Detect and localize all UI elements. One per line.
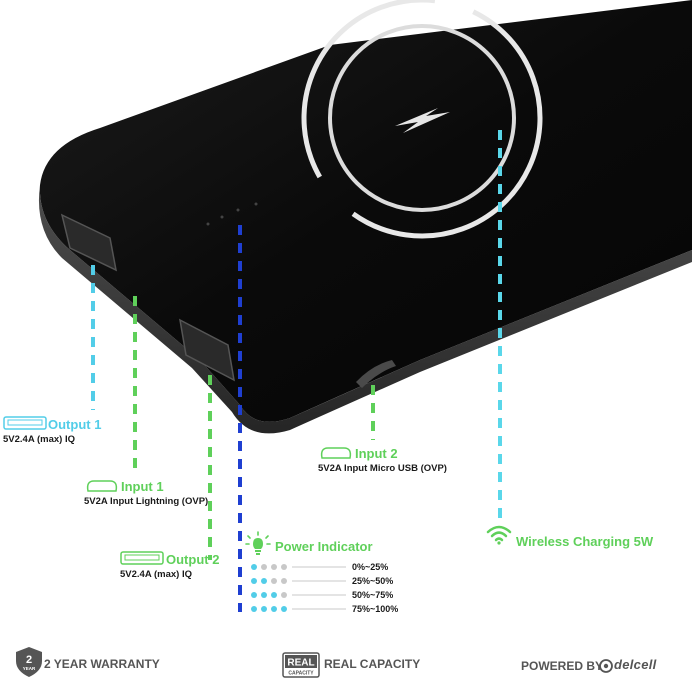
- real-capacity-text: REAL CAPACITY: [324, 657, 421, 671]
- level-label-3: 50%~75%: [352, 590, 394, 600]
- lightning-bolt-icon: [395, 108, 450, 133]
- level-label-2: 25%~50%: [352, 576, 394, 586]
- lightning-port-icon: [86, 480, 118, 492]
- warranty-badge-sub: YEAR: [23, 666, 36, 671]
- lightbulb-icon: [245, 531, 271, 555]
- power-indicator-levels: [251, 564, 346, 612]
- port-icon: [3, 416, 47, 430]
- output-2-spec: 5V2.4A (max) IQ: [120, 569, 192, 580]
- device-body: [39, 0, 692, 422]
- power-indicator-title: Power Indicator: [275, 539, 373, 554]
- device-led: [220, 215, 224, 219]
- device-led: [254, 202, 258, 206]
- real-badge-sub: CAPACITY: [288, 671, 314, 677]
- level-row-1: [251, 564, 346, 570]
- level-row-2: [251, 578, 346, 584]
- device-edge: [38, 185, 692, 434]
- micro-usb-port: [356, 360, 396, 388]
- delcell-logo-icon: [599, 659, 613, 673]
- input-1-title: Input 1: [121, 479, 164, 494]
- level-label-4: 75%~100%: [352, 604, 399, 614]
- level-row-4: [251, 606, 346, 612]
- wifi-icon: [486, 525, 512, 545]
- micro-usb-icon: [320, 447, 352, 459]
- usb-port-output-2: [179, 318, 235, 382]
- real-capacity-badge: REAL CAPACITY: [282, 652, 320, 678]
- port-icon: [120, 551, 164, 565]
- output-1-title: Output 1: [48, 417, 102, 432]
- input-1-spec: 5V2A Input Lightning (OVP): [84, 496, 209, 507]
- device-led: [236, 208, 240, 212]
- device-led: [206, 222, 210, 226]
- powered-by-text: POWERED BY: [521, 659, 604, 673]
- shield-icon: 2 YEAR: [16, 647, 42, 677]
- wireless-ring-outer: [301, 0, 543, 239]
- output-1-spec: 5V2.4A (max) IQ: [3, 434, 75, 445]
- warranty-text: 2 YEAR WARRANTY: [44, 657, 160, 671]
- brand-name: delcell: [614, 657, 657, 672]
- wireless-charging-title: Wireless Charging 5W: [516, 534, 654, 549]
- usb-port-output-1: [60, 213, 118, 272]
- input-2-spec: 5V2A Input Micro USB (OVP): [318, 463, 447, 474]
- input-2-title: Input 2: [355, 446, 398, 461]
- output-2-title: Output 2: [166, 552, 220, 567]
- level-label-1: 0%~25%: [352, 562, 389, 572]
- level-row-3: [251, 592, 346, 598]
- warranty-badge-number: 2: [26, 654, 32, 666]
- real-badge-text: REAL: [287, 658, 314, 669]
- wireless-ring-inner: [328, 24, 516, 212]
